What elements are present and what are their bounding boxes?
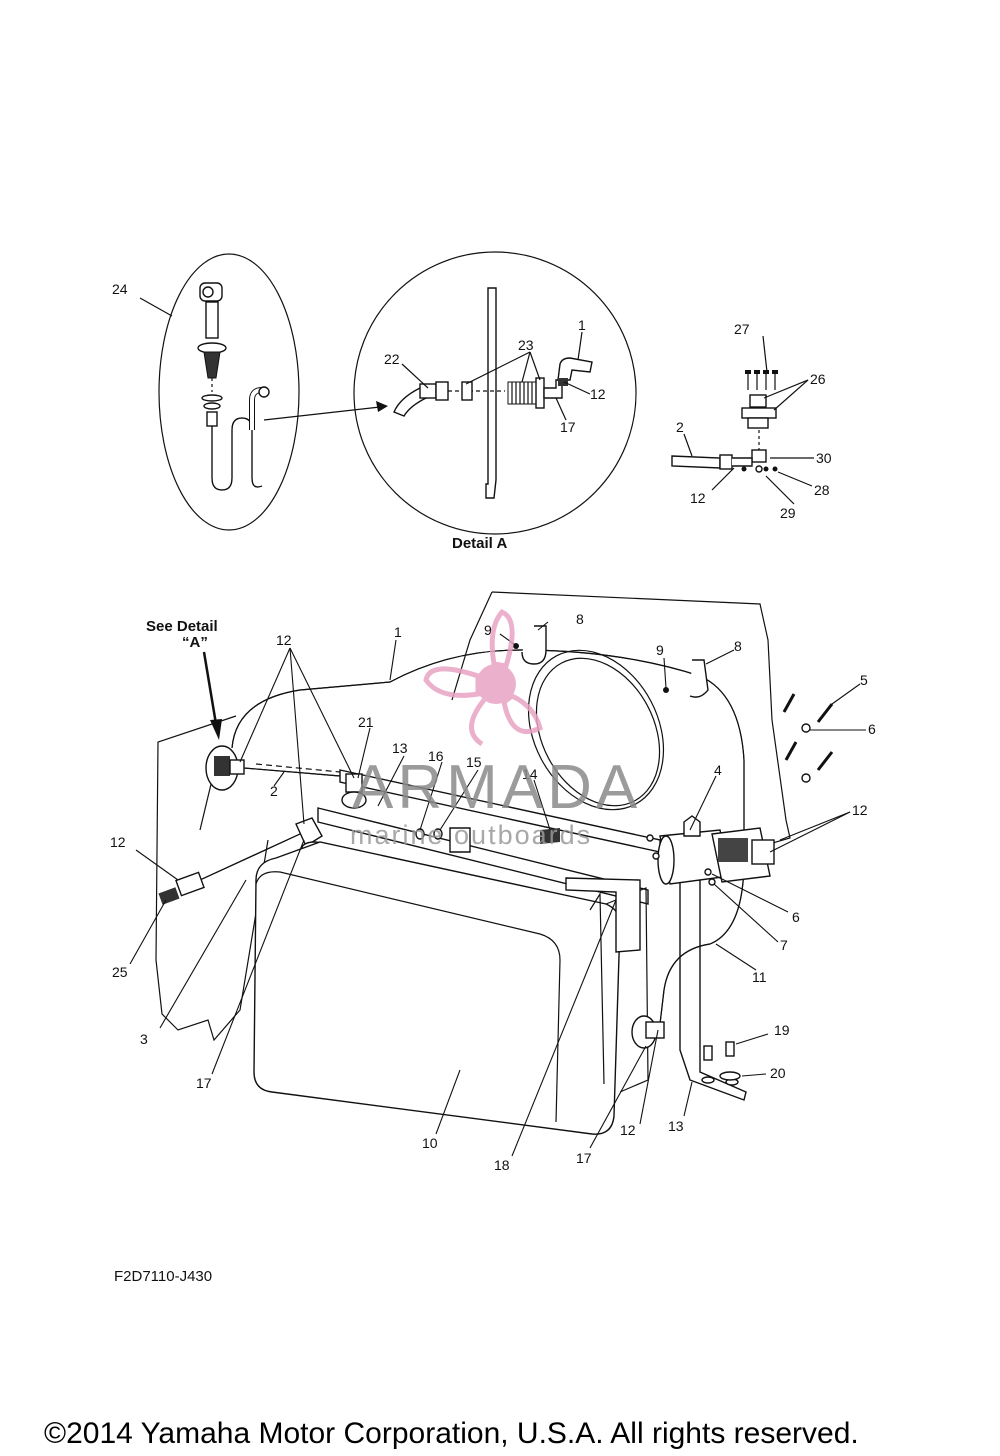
callout-9-a: 9 [484,622,492,638]
callout-12-top: 12 [590,386,606,402]
callout-25: 25 [112,964,128,980]
callout-3: 3 [140,1031,148,1047]
callout-18: 18 [494,1157,510,1173]
callout-16: 16 [428,748,444,764]
callout-17-b: 17 [576,1150,592,1166]
callout-12-right: 12 [690,490,706,506]
callout-17-top: 17 [560,419,576,435]
callout-12-b: 12 [852,802,868,818]
part-24-oval-detail [158,253,300,531]
callout-13-b: 13 [668,1118,684,1134]
callout-17-a: 17 [196,1075,212,1091]
callout-1: 1 [394,624,402,640]
see-detail-line2: “A” [182,634,208,651]
callout-9-b: 9 [656,642,664,658]
callout-6-a: 6 [868,721,876,737]
propeller-logo [423,608,543,747]
callout-21: 21 [358,714,374,730]
callout-2: 2 [270,783,278,799]
callout-22: 22 [384,351,400,367]
watermark-brand: ARMADA [352,753,641,822]
callout-15: 15 [466,754,482,770]
callout-12-d: 12 [620,1122,636,1138]
callout-7: 7 [780,937,788,953]
callout-11: 11 [752,969,767,985]
callout-14: 14 [522,766,538,782]
main-assembly [155,591,834,1135]
callout-8-b: 8 [734,638,742,654]
callout-5: 5 [860,672,868,688]
figure-code: F2D7110-J430 [114,1268,212,1285]
callout-1-top: 1 [578,317,586,333]
callout-24: 24 [112,281,128,297]
callout-12-a: 12 [276,632,292,648]
callout-29: 29 [780,505,796,521]
watermark: ARMADA marine outboards [350,608,641,850]
callout-23: 23 [518,337,534,353]
callout-13-a: 13 [392,740,408,756]
callout-8-a: 8 [576,611,584,627]
copyright: ©2014 Yamaha Motor Corporation, U.S.A. A… [44,1417,859,1450]
callout-4: 4 [714,762,722,778]
callout-2-top: 2 [676,419,684,435]
detail-a-circle [353,251,637,535]
callout-28: 28 [814,482,830,498]
callout-20: 20 [770,1065,786,1081]
watermark-tagline: marine outboards [350,820,592,850]
see-detail-line1: See Detail [146,618,218,635]
callout-19: 19 [774,1022,790,1038]
callout-10: 10 [422,1135,438,1151]
detail-a-caption: Detail A [452,535,507,552]
callout-6-b: 6 [792,909,800,925]
callout-27: 27 [734,321,750,337]
callout-30: 30 [816,450,832,466]
switch-assembly [671,370,778,473]
callout-12-c: 12 [110,834,126,850]
leader-24 [139,297,173,317]
detail-arrow [263,401,388,421]
main-leaders [129,621,866,1157]
see-detail-arrow [202,651,222,740]
callout-26: 26 [810,371,826,387]
